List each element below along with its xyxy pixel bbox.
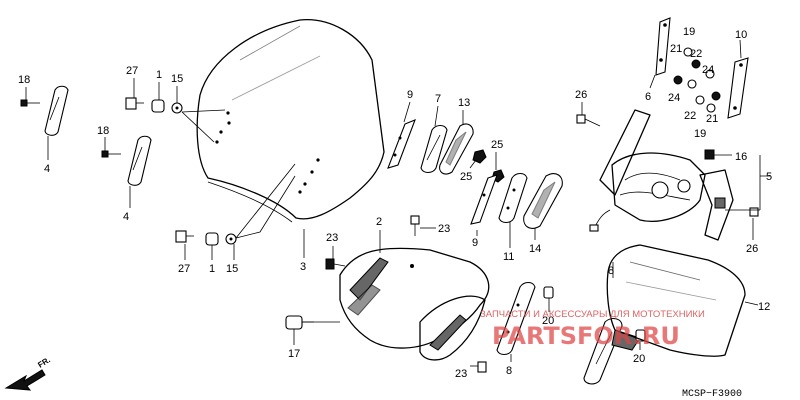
callout-24-right: 24 [702,64,714,76]
plate-part-14 [523,173,563,229]
windscreen-part [196,19,385,223]
plate-part-13 [439,123,474,175]
callout-14: 14 [529,243,541,255]
callout-5: 5 [766,171,772,183]
plate-part-9-lower [470,174,498,225]
callout-3: 3 [300,261,306,273]
lower-screen-part-12 [606,244,746,357]
callout-16: 16 [735,151,747,163]
screw-part-26-upper [576,114,601,127]
callout-9-upper: 9 [407,89,413,101]
callout-2: 2 [376,216,382,228]
washer-part-20-center [543,286,554,299]
bracket-part-4-lower [127,135,152,186]
callout-8-center: 8 [506,365,512,377]
bracket-part-4-upper [44,85,69,136]
callout-8-right: 8 [608,265,614,277]
fairing-part [339,247,490,361]
callout-22-lower: 22 [684,110,696,122]
bolt-part-23-bottom [477,361,487,373]
callout-20-center: 20 [542,315,554,327]
callout-11: 11 [503,251,514,263]
callout-13: 13 [458,97,470,109]
callout-20-right: 20 [633,353,645,365]
washer-stack [673,47,721,113]
plate-part-9-upper [387,119,416,169]
callout-18-upper: 18 [18,74,30,86]
leader-lines [25,39,770,367]
arm-part-6 [655,17,671,76]
grommet-part-17 [285,315,314,330]
fastener-set-upper [125,97,183,114]
callout-26-lower: 26 [746,243,758,255]
catalog-code: MCSP−F3900 [682,389,742,400]
callout-26-upper: 26 [575,89,587,101]
callout-6: 6 [645,91,651,103]
arm-part-10 [727,57,749,119]
plate-part-8-right [583,317,641,385]
watermark: ЗАПЧАСТИ И АКСЕССУАРЫ ДЛЯ МОТОТЕХНИКИ PA… [480,309,705,350]
callout-9-lower: 9 [472,237,478,249]
screw-part-18-upper [20,99,40,107]
callout-22-upper: 22 [690,48,702,60]
front-direction-arrow: FR. [4,355,52,391]
callout-19-upper: 19 [683,26,695,38]
callout-25-left: 25 [460,171,472,183]
callout-1-upper: 1 [156,69,162,81]
callout-7: 7 [435,93,441,105]
direction-label: FR. [36,355,52,369]
callout-4-lower: 4 [123,211,129,223]
callout-23-bottom: 23 [455,368,467,380]
watermark-brand: PARTSFOR.RU [492,322,680,350]
callout-17: 17 [288,348,300,360]
watermark-caption: ЗАПЧАСТИ И АКСЕССУАРЫ ДЛЯ МОТОТЕХНИКИ [480,309,705,320]
grommet-part-16 [704,149,715,160]
plate-part-8-center [496,281,536,356]
nut-part-25-upper [472,149,487,164]
callout-labels: 18 4 18 4 27 1 15 27 1 15 3 2 23 23 23 1… [18,26,772,380]
callout-27-upper: 27 [126,65,138,77]
callout-15-lower: 15 [226,263,238,275]
plate-part-11 [498,172,528,224]
callout-21-upper: 21 [670,43,682,55]
callout-10: 10 [735,29,747,41]
arrow-icon [4,369,46,391]
callout-21-lower: 21 [706,113,718,125]
callout-12: 12 [758,301,770,313]
adjuster-mechanism-part-5 [589,109,734,241]
callout-1-lower: 1 [209,263,215,275]
callout-25-upper: 25 [491,139,503,151]
callout-18-lower: 18 [97,125,109,137]
callout-15-upper: 15 [171,73,183,85]
callout-23-left: 23 [326,232,338,244]
bolt-part-23-left [325,258,346,270]
callout-27-lower: 27 [178,263,190,275]
screw-part-26-lower [749,207,759,217]
bolt-part-23-top [410,215,420,236]
plate-part-7 [420,124,448,174]
fastener-set-lower [175,230,237,246]
callout-19-lower: 19 [694,128,706,140]
screw-part-18-lower [101,150,121,158]
callout-24-left: 24 [668,92,680,104]
callout-4-upper: 4 [44,163,50,175]
callout-23-top: 23 [438,223,450,235]
